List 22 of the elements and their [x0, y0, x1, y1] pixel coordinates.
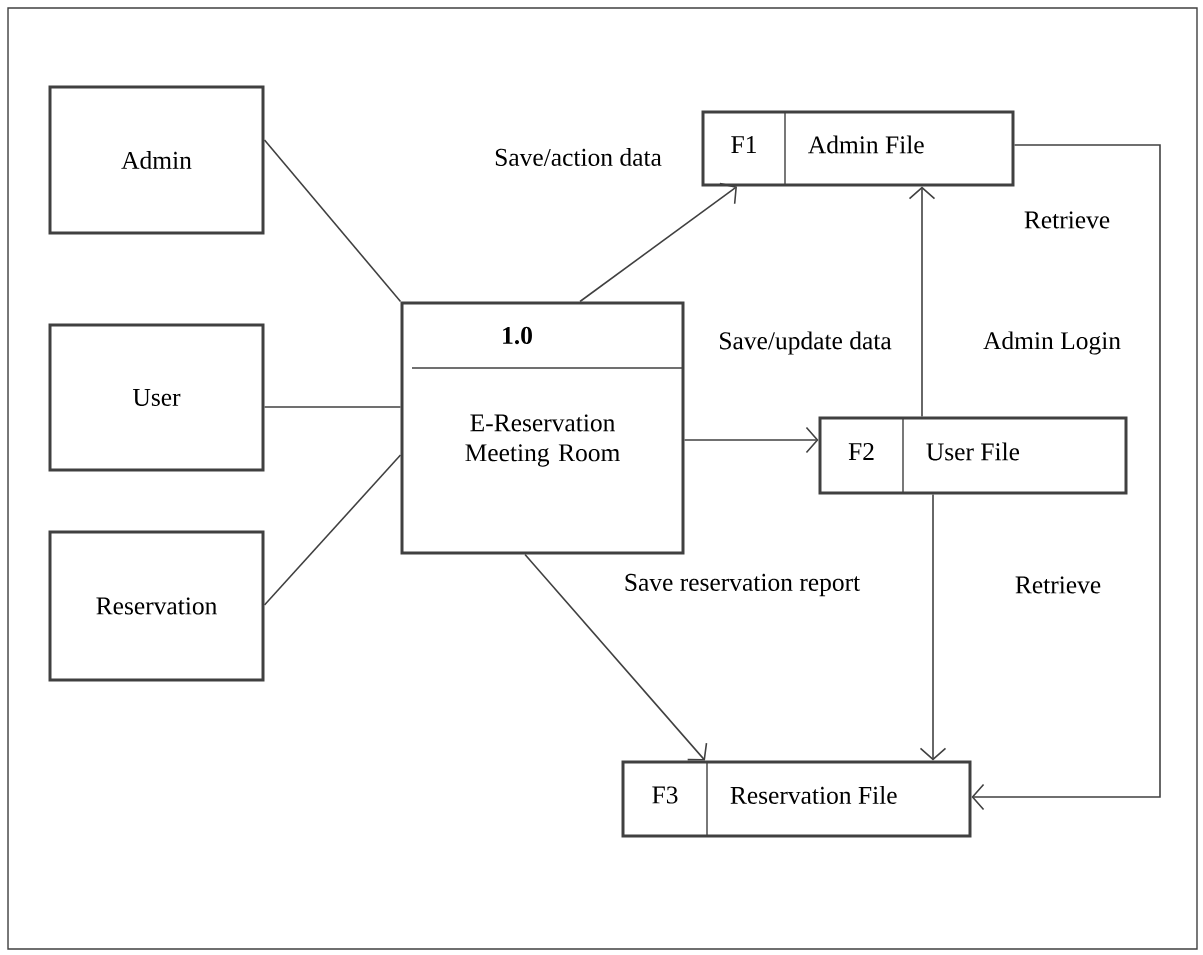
- entity-box: User: [48, 323, 265, 472]
- arrow: [524, 553, 708, 761]
- edge-label: Retrieve: [1022, 209, 1112, 231]
- connector-line: [263, 139, 402, 303]
- connector-line: [263, 454, 402, 606]
- edge-label: Admin Login: [981, 329, 1123, 357]
- data-store-box: F2 User File: [818, 416, 1128, 495]
- edge-label: Save reservation report: [622, 572, 862, 598]
- entity-box: Reservation: [48, 530, 265, 682]
- arrow: [683, 426, 819, 454]
- data-store-box: F3 Reservation File: [621, 760, 972, 838]
- data-store-box: F1 Admin File: [701, 110, 1015, 187]
- process-box: 1.0 E-Reservation Meeting Room: [400, 301, 685, 555]
- arrow: [971, 144, 1161, 811]
- connector-line: [263, 406, 402, 408]
- edge-label: Save/action data: [492, 146, 664, 168]
- edge-label: Save/update data: [716, 329, 894, 357]
- edge-label: Retrieve: [1013, 574, 1103, 596]
- entity-box: Admin: [48, 85, 265, 235]
- arrow: [919, 493, 947, 761]
- arrow: [579, 182, 737, 303]
- arrow: [908, 186, 936, 418]
